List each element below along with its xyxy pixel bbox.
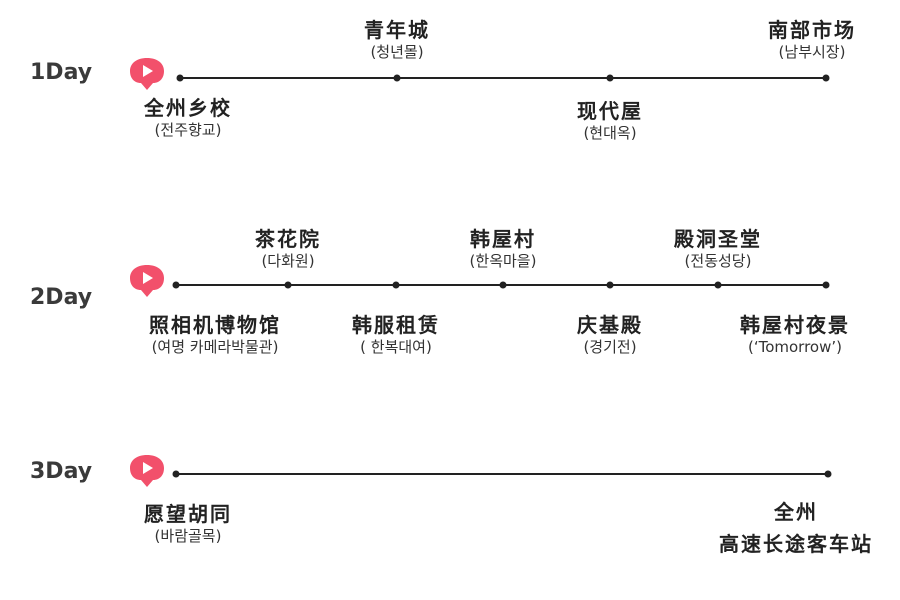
stop-name-ko: (경기전) xyxy=(583,338,637,356)
stop-name-ko: (현대옥) xyxy=(583,124,637,142)
stop-gyeonggijeon: 庆基殿 (경기전) xyxy=(555,313,665,357)
stop-name-zh: 青年城 xyxy=(364,18,430,42)
stop-name-ko: (한옥마을) xyxy=(469,252,537,270)
stop-name-zh: 全州乡校 xyxy=(144,96,232,120)
timeline-dot xyxy=(284,281,292,289)
stop-name-ko: (바람골목) xyxy=(154,527,222,545)
timeline-dot xyxy=(714,281,722,289)
timeline-dot xyxy=(172,281,180,289)
timeline-dot xyxy=(499,281,507,289)
timeline-dot xyxy=(822,281,830,289)
stop-camera-museum: 照相机博物馆 (여명 카메라박물관) xyxy=(125,313,305,357)
timeline-dot xyxy=(824,470,832,478)
stop-name-ko: (청년몰) xyxy=(370,43,424,61)
timeline-dot xyxy=(176,74,184,82)
stop-jeonju-hyanggyo: 全州乡校 (전주향교) xyxy=(128,96,248,140)
stop-name-zh: 南部市场 xyxy=(768,18,856,42)
timeline-dot xyxy=(606,281,614,289)
stop-jeondong-cathedral: 殿洞圣堂 (전동성당) xyxy=(653,227,783,271)
stop-name-zh: 韩服租赁 xyxy=(352,313,440,337)
stop-name-ko: (다화원) xyxy=(261,252,315,270)
stop-name-zh-line-2: 高速长途客车站 xyxy=(719,532,873,556)
stop-name-ko: ( 한복대여) xyxy=(360,338,432,356)
day-1-label: 1Day xyxy=(30,60,93,85)
stop-wish-alley: 愿望胡同 (바람골목) xyxy=(128,502,248,546)
stop-name-zh: 愿望胡同 xyxy=(144,502,232,526)
stop-name-zh: 庆基殿 xyxy=(577,313,643,337)
stop-name-ko: (‘Tomorrow’) xyxy=(747,338,842,356)
timeline-dot xyxy=(392,281,400,289)
stop-hanok-village: 韩屋村 (한옥마을) xyxy=(443,227,563,271)
timeline-dot xyxy=(606,74,614,82)
day-3-timeline xyxy=(176,473,828,475)
stop-name-ko: (전주향교) xyxy=(154,121,222,139)
day-2-label: 2Day xyxy=(30,285,93,310)
stop-hanbok-rental: 韩服租赁 ( 한복대여) xyxy=(336,313,456,357)
stop-name-zh: 全州 xyxy=(774,500,818,524)
stop-jeonju-express-bus-terminal: 全州 高速长途客车站 xyxy=(698,500,894,556)
stop-name-ko: (남부시장) xyxy=(778,43,846,61)
location-heart-pin-icon xyxy=(129,264,165,298)
timeline-dot xyxy=(172,470,180,478)
stop-name-zh: 韩屋村 xyxy=(470,227,536,251)
day-3-label: 3Day xyxy=(30,459,93,484)
stop-dahwawon: 茶花院 (다화원) xyxy=(233,227,343,271)
stop-youth-mall: 青年城 (청년몰) xyxy=(337,18,457,62)
location-heart-pin-icon xyxy=(129,57,165,91)
stop-name-zh: 茶花院 xyxy=(255,227,321,251)
stop-name-zh: 韩屋村夜景 xyxy=(740,313,850,337)
day-1-timeline xyxy=(180,77,826,79)
timeline-dot xyxy=(822,74,830,82)
timeline-dot xyxy=(393,74,401,82)
stop-name-zh: 现代屋 xyxy=(577,99,643,123)
stop-name-zh: 照相机博物馆 xyxy=(149,313,281,337)
stop-hyundaeok: 现代屋 (현대옥) xyxy=(550,99,670,143)
stop-nambu-market: 南部市场 (남부시장) xyxy=(752,18,872,62)
stop-name-zh: 殿洞圣堂 xyxy=(674,227,762,251)
stop-name-ko: (여명 카메라박물관) xyxy=(151,338,279,356)
stop-name-ko: (전동성당) xyxy=(684,252,752,270)
stop-hanok-night-view: 韩屋村夜景 (‘Tomorrow’) xyxy=(720,313,870,357)
location-heart-pin-icon xyxy=(129,454,165,488)
